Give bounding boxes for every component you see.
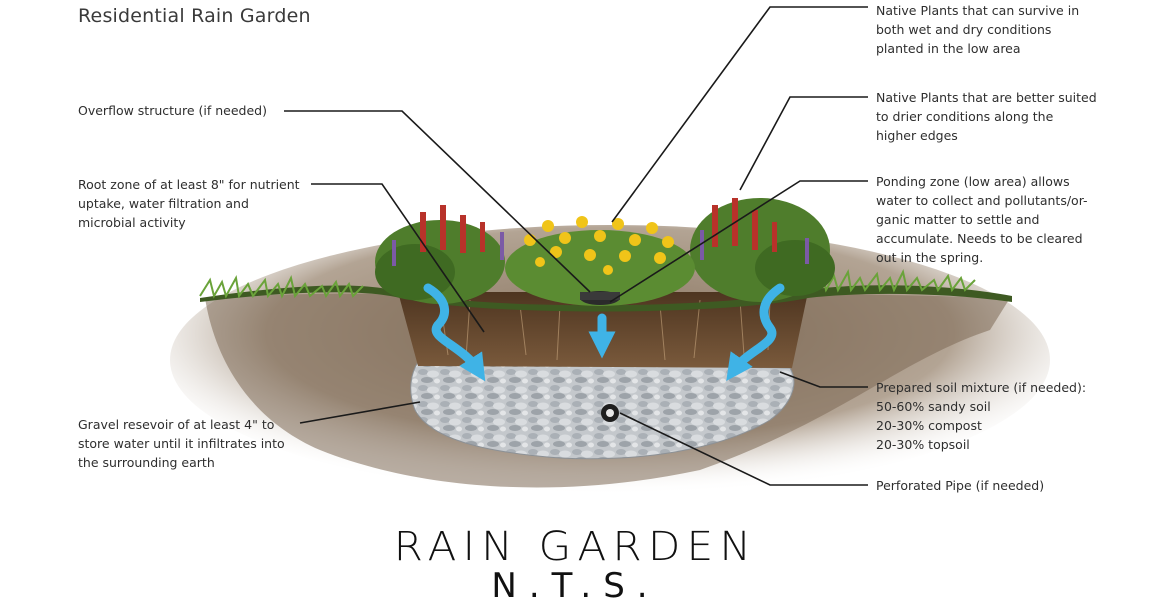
- label-native-plants-wet: Native Plants that can survive in both w…: [876, 1, 1079, 58]
- footer-title: RAIN GARDEN: [0, 524, 1151, 570]
- label-root-zone: Root zone of at least 8" for nutrient up…: [78, 175, 300, 232]
- diagram-title: Residential Rain Garden: [78, 5, 311, 27]
- plants: [375, 198, 835, 306]
- label-ponding-zone: Ponding zone (low area) allows water to …: [876, 172, 1088, 267]
- overflow-structure: [580, 291, 620, 305]
- perforated-pipe-icon: [601, 404, 619, 422]
- label-native-plants-dry: Native Plants that are better suited to …: [876, 88, 1097, 145]
- label-gravel-reservoir: Gravel resevoir of at least 4" to store …: [78, 415, 285, 472]
- label-soil-mixture: Prepared soil mixture (if needed): 50-60…: [876, 378, 1086, 454]
- label-overflow-structure: Overflow structure (if needed): [78, 101, 267, 120]
- footer-scale-note: N.T.S.: [0, 566, 1151, 606]
- label-perforated-pipe: Perforated Pipe (if needed): [876, 476, 1044, 495]
